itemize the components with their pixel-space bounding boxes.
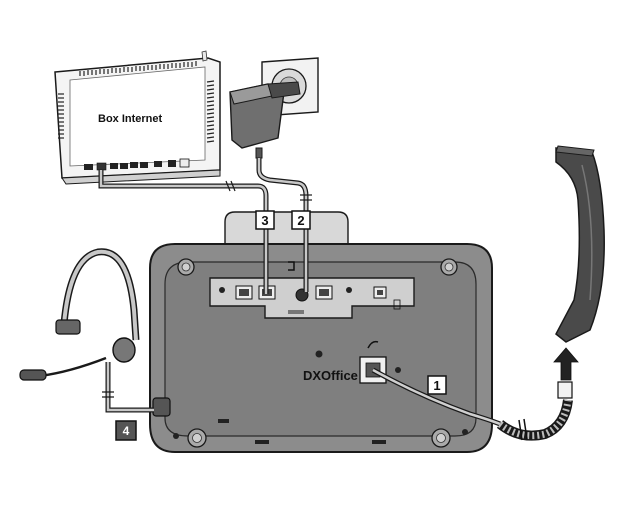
handset-plug (557, 381, 573, 399)
headset-jack (152, 397, 171, 417)
headset-icon (19, 248, 154, 413)
phone-base: DXOffice (149, 211, 493, 453)
callout-3: 3 (255, 210, 275, 230)
power-adapter-icon (229, 81, 301, 159)
handset-icon (555, 145, 605, 343)
coiled-cord (371, 367, 573, 441)
callout-3-label: 3 (261, 213, 268, 228)
callout-4-label: 4 (123, 424, 130, 438)
callout-4: 4 (115, 420, 137, 441)
callout-1: 1 (427, 375, 447, 395)
callout-2-label: 2 (297, 213, 304, 228)
router-label: Box Internet (98, 113, 163, 125)
arrow-up-icon (553, 347, 579, 381)
router-ports (84, 158, 190, 171)
callout-1-label: 1 (433, 378, 440, 393)
router-device: Box Internet (54, 50, 221, 185)
router-antenna (201, 50, 208, 62)
callout-2: 2 (291, 210, 311, 230)
router-vent-top (79, 61, 197, 76)
router-vent-left (58, 93, 64, 139)
base-brand: DXOffice (303, 368, 358, 383)
router-vent-right (206, 80, 215, 143)
